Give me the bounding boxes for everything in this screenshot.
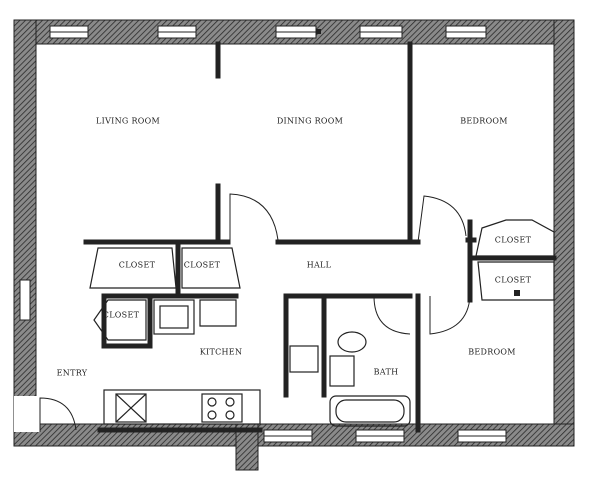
- interior-walls: [83, 41, 557, 433]
- label-bath: BATH: [373, 367, 399, 377]
- kitchen-fixtures: [103, 299, 261, 425]
- label-closet-3: CLOSET: [102, 310, 140, 320]
- label-entry: ENTRY: [56, 368, 88, 378]
- label-kitchen: KITCHEN: [199, 347, 243, 357]
- label-bedroom-1: BEDROOM: [460, 116, 508, 126]
- exterior-walls: [13, 19, 575, 471]
- bath-fixtures: [289, 331, 411, 427]
- label-closet-1: CLOSET: [118, 260, 156, 270]
- label-living-room: LIVING ROOM: [96, 116, 160, 126]
- label-hall: HALL: [306, 260, 332, 270]
- label-closet-5: CLOSET: [494, 275, 532, 285]
- label-closet-4: CLOSET: [494, 235, 532, 245]
- closet-markers: [316, 29, 520, 296]
- label-dining-room: DINING ROOM: [276, 116, 344, 126]
- entry-door-swing: [39, 397, 77, 432]
- door-swings: [229, 193, 471, 335]
- label-bedroom-2: BEDROOM: [468, 347, 516, 357]
- windows: [19, 25, 507, 443]
- closet-outlines: [89, 219, 555, 341]
- entry-opening: [14, 396, 40, 432]
- label-closet-2: CLOSET: [183, 260, 221, 270]
